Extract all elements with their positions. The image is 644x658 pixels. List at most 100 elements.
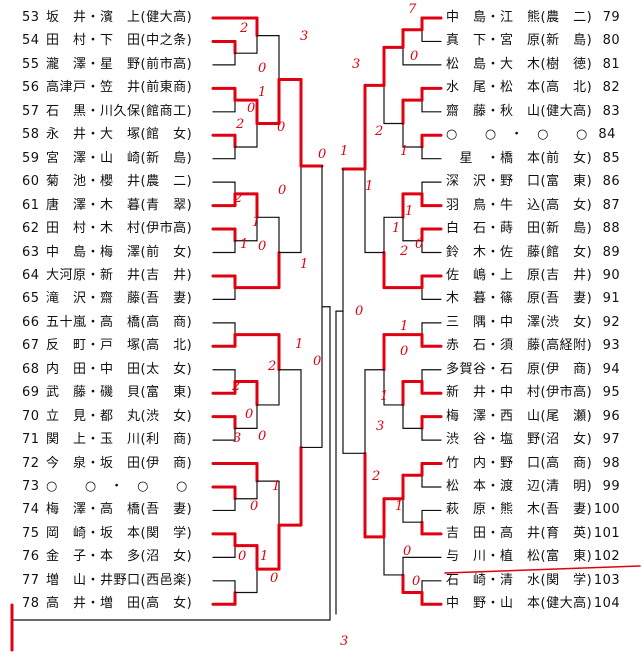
handwritten-score: 0 bbox=[278, 183, 286, 198]
entry-number: 71 bbox=[22, 432, 40, 448]
player-names: 与 川・植 松 bbox=[446, 549, 541, 565]
player-names: 立 見・都 丸 bbox=[46, 408, 141, 424]
entry-number: 89 bbox=[602, 244, 621, 260]
handwritten-score: 0 bbox=[270, 571, 278, 586]
entry-row: 木 暮・篠 原(吾 妻) 91 bbox=[446, 289, 620, 309]
school-name: (伊 商) bbox=[140, 455, 193, 471]
entry-number: 62 bbox=[22, 221, 40, 237]
school-name: (富 東) bbox=[140, 385, 193, 401]
entry-row: 真 下・宮 原(新 島)80 bbox=[446, 31, 620, 51]
player-names: ○ ○ ・ ○ bbox=[46, 479, 163, 494]
entry-number: 58 bbox=[22, 127, 40, 143]
school-name: (新 島) bbox=[540, 221, 593, 237]
handwritten-score: 2 bbox=[399, 244, 408, 259]
player-names: 反 町・戸 塚 bbox=[46, 338, 141, 354]
player-names: 岡 崎・坂 本 bbox=[46, 525, 141, 541]
school-name: (健大高) bbox=[540, 103, 593, 119]
player-names: 木 暮・篠 原 bbox=[446, 291, 541, 307]
entry-row: 梅 澤・西 山(尾 瀬)96 bbox=[446, 407, 620, 427]
player-names: 三 隅・中 澤 bbox=[446, 314, 541, 330]
handwritten-score: 1 bbox=[260, 549, 268, 564]
player-names: 今 泉・坂 田 bbox=[46, 455, 141, 471]
player-names: 松 島・大 木 bbox=[446, 56, 541, 72]
player-names: 石 黒・川久保 bbox=[46, 103, 141, 119]
handwritten-score: 1 bbox=[300, 257, 308, 272]
entry-number: 63 bbox=[22, 244, 40, 260]
player-names: 関 上・玉 川 bbox=[46, 432, 141, 448]
school-name: (伊市高) bbox=[540, 385, 593, 401]
handwritten-score: 2 bbox=[235, 117, 244, 132]
player-names: 真 下・宮 原 bbox=[446, 33, 541, 49]
handwritten-score: 1 bbox=[400, 144, 408, 159]
player-names: 松 本・渡 辺 bbox=[446, 479, 541, 494]
entry-number: 70 bbox=[22, 408, 40, 424]
school-name: (伊市高) bbox=[140, 221, 193, 237]
handwritten-score: 3 bbox=[352, 57, 360, 72]
entry-number: 103 bbox=[593, 572, 621, 588]
entry-row: 白 石・蒔 田(新 島)88 bbox=[446, 219, 620, 239]
school-name: (西邑楽) bbox=[140, 572, 193, 588]
school-name: (新 島) bbox=[140, 150, 193, 166]
entry-number: 60 bbox=[22, 174, 40, 190]
school-name: (高 商) bbox=[540, 455, 593, 471]
handwritten-score: 1 bbox=[380, 389, 388, 404]
school-name: ○ bbox=[162, 479, 188, 494]
handwritten-score: 0 bbox=[403, 544, 411, 559]
entry-row: 羽 鳥・牛 込(高 女)87 bbox=[446, 196, 620, 216]
entry-number: 91 bbox=[602, 291, 621, 307]
player-names: 坂 井・濱 上 bbox=[46, 10, 141, 25]
school-name: (前東商) bbox=[140, 80, 193, 96]
school-name: (育 英) bbox=[540, 525, 593, 541]
school-name: (健大高) bbox=[140, 10, 193, 25]
handwritten-score: 0 bbox=[400, 344, 408, 359]
entry-row: 赤 石・須 藤(高経附)93 bbox=[446, 336, 620, 356]
entry-number: 102 bbox=[593, 549, 621, 565]
school-name: (吾 妻) bbox=[540, 291, 593, 307]
entry-number: 73 bbox=[22, 479, 40, 494]
handwritten-score: 0 bbox=[258, 239, 266, 254]
handwritten-score: 1 bbox=[252, 215, 260, 230]
entry-row: ○ ○ ・ ○ ○84 bbox=[446, 125, 616, 145]
entry-number: 66 bbox=[22, 314, 40, 330]
school-name: (利 商) bbox=[140, 432, 193, 448]
entry-number: 80 bbox=[602, 33, 621, 49]
player-names: 吉 田・高 井 bbox=[446, 525, 541, 541]
player-names: 菊 池・櫻 井 bbox=[46, 174, 141, 190]
player-names: 赤 石・須 藤 bbox=[446, 338, 541, 354]
handwritten-score: 1 bbox=[272, 479, 280, 494]
school-name: (沼 女) bbox=[540, 432, 593, 448]
entry-row: 竹 内・野 口(高 商)98 bbox=[446, 454, 620, 474]
handwritten-score: 0 bbox=[410, 49, 418, 64]
school-name: (富 東) bbox=[540, 174, 593, 190]
handwritten-score: 0 bbox=[415, 237, 423, 252]
entry-number: 78 bbox=[22, 596, 40, 612]
annotation-underline bbox=[444, 565, 641, 574]
entry-number: 84 bbox=[598, 127, 616, 143]
entry-number: 64 bbox=[22, 267, 40, 283]
handwritten-score: 0 bbox=[412, 574, 420, 589]
school-name: (高 商) bbox=[140, 314, 193, 330]
entry-row: 石 崎・清 水(関 学)103 bbox=[446, 571, 620, 591]
school-name: (館商工) bbox=[140, 103, 193, 119]
handwritten-score: 0 bbox=[245, 407, 253, 422]
player-names: 梅 澤・西 山 bbox=[446, 408, 541, 424]
player-names: 滝 沢・齋 藤 bbox=[46, 291, 141, 307]
player-names: 大河原・新 井 bbox=[46, 267, 141, 283]
handwritten-score: 3 bbox=[300, 29, 308, 44]
entry-number: 87 bbox=[602, 197, 621, 213]
entry-number: 95 bbox=[602, 385, 621, 401]
player-names: 瀧 澤・星 野 bbox=[46, 56, 141, 72]
player-names: 武 藤・磯 貝 bbox=[46, 385, 141, 401]
player-names: 新 井・中 村 bbox=[446, 385, 541, 401]
entry-number: 56 bbox=[22, 80, 40, 96]
